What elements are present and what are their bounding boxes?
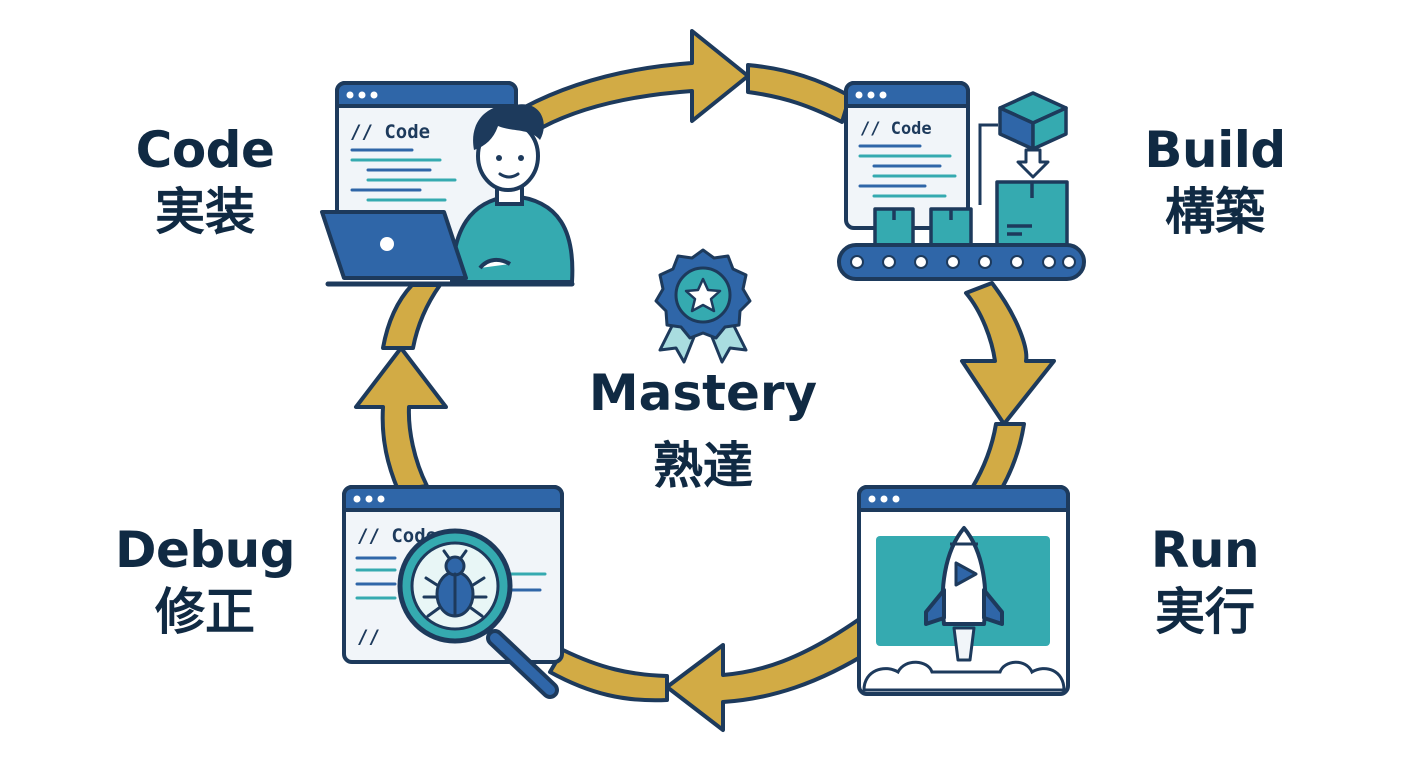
stage-label-run-en: Run: [1150, 521, 1260, 579]
stage-label-debug: Debug 修正: [105, 522, 305, 640]
build-window: // Code: [844, 81, 970, 230]
stage-label-code-ja: 実装: [155, 183, 255, 241]
code-illustration: // Code: [320, 81, 575, 287]
conveyor-belt-icon: [837, 243, 1086, 281]
code-window-comment: // Code: [350, 121, 430, 143]
arrow-run-to-debug: [665, 618, 874, 732]
center-label-mastery-en: Mastery: [588, 364, 818, 422]
stage-label-run: Run 実行: [1120, 522, 1290, 640]
stage-label-build-en: Build: [1144, 121, 1286, 179]
bug-icon: [422, 549, 488, 618]
arrow-code-to-build: [521, 29, 750, 130]
stage-label-debug-en: Debug: [114, 521, 296, 579]
cycle-arrows: [354, 29, 1056, 732]
arrow-debug-to-code: [354, 346, 448, 492]
package-box-icon: [978, 91, 1068, 205]
build-illustration: // Code: [837, 81, 1086, 281]
developer-person-icon: [450, 104, 575, 284]
debug-window-comment: // Code: [357, 525, 437, 547]
arrow-left-tail: [381, 283, 442, 350]
laptop-icon: [320, 210, 575, 287]
rocket-icon: [924, 526, 1004, 662]
arrow-right-tail: [970, 422, 1026, 490]
center-label-mastery-ja: 熟達: [653, 437, 753, 495]
build-window-comment: // Code: [860, 119, 932, 139]
arrow-bottom-tail: [548, 648, 669, 703]
center-label-mastery: Mastery 熟達: [578, 364, 828, 498]
stage-label-run-ja: 実行: [1155, 583, 1255, 641]
stage-label-build-ja: 構築: [1165, 183, 1265, 241]
arrow-top-tail: [746, 63, 852, 124]
stage-label-code: Code 実装: [120, 122, 290, 240]
stage-label-build: Build 構築: [1130, 122, 1300, 240]
magnifier-icon: [397, 528, 559, 699]
arrow-build-to-run: [960, 281, 1056, 426]
stage-label-code-en: Code: [135, 121, 275, 179]
debug-illustration: // Code //: [342, 485, 564, 699]
run-window: [857, 485, 1070, 696]
stage-label-debug-ja: 修正: [155, 583, 255, 641]
award-badge-icon: [654, 248, 752, 364]
debug-window-comment-2: //: [357, 626, 380, 648]
run-illustration: [857, 485, 1070, 696]
